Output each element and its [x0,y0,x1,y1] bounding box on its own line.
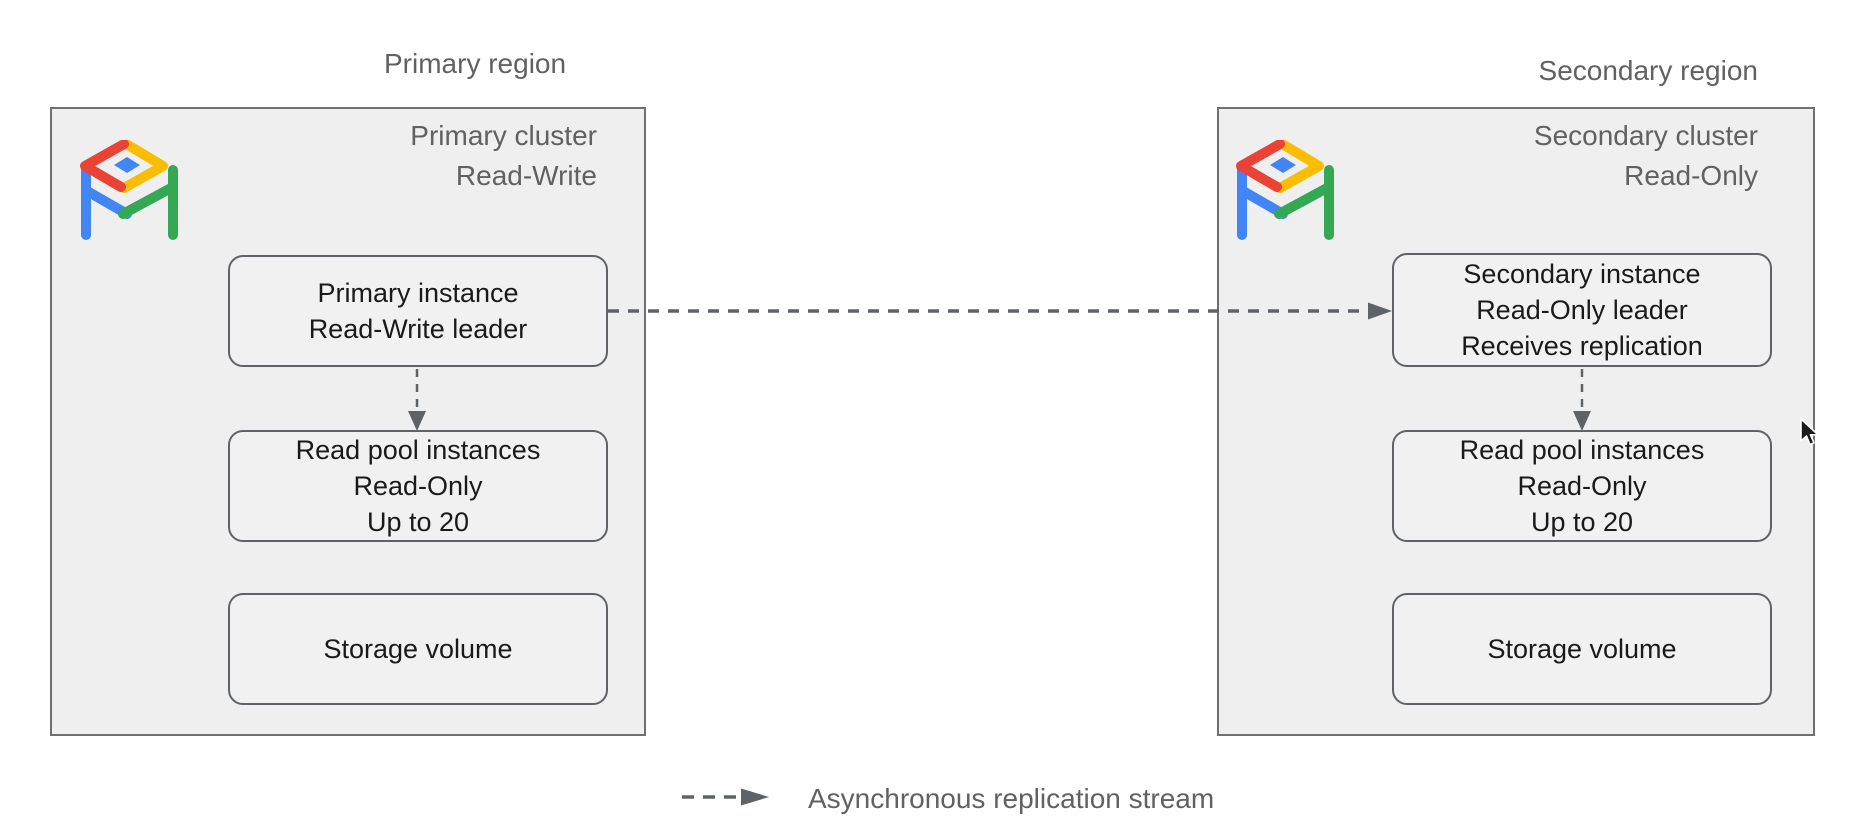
node-line: Up to 20 [1530,507,1634,537]
mouse-cursor-icon [1800,418,1819,446]
node-line: Read-Only [1517,471,1647,501]
secondary-read-pool-node: Read pool instances Read-Only Up to 20 [1392,430,1772,542]
node-line: Read-Only [353,471,483,501]
secondary-region-label: Secondary region [1538,55,1758,86]
down-dashed-arrow-icon [408,369,426,431]
node-line: Storage volume [323,634,513,664]
alloydb-logo-icon [1236,140,1334,240]
primary-instance-node: Primary instance Read-Write leader [228,255,608,367]
secondary-cluster-title: Secondary cluster Read-Only [1408,116,1758,196]
cluster-mode-line: Read-Write [455,160,597,191]
cluster-mode-line: Read-Only [1624,160,1758,191]
primary-region-label: Primary region [384,48,567,79]
alloydb-logo-icon [80,140,178,240]
down-dashed-arrow-icon [1573,369,1591,431]
node-line: Read pool instances [1459,435,1705,465]
node-line: Read-Write leader [308,314,528,344]
legend-label: Asynchronous replication stream [808,783,1215,814]
primary-cluster-title: Primary cluster Read-Write [297,116,597,196]
node-line: Primary instance [317,278,519,308]
node-line: Up to 20 [366,507,470,537]
node-line: Secondary instance [1463,259,1701,289]
replication-dashed-arrow-icon [608,302,1392,320]
node-line: Storage volume [1487,634,1677,664]
primary-storage-node: Storage volume [228,593,608,705]
node-line: Read-Only leader [1476,295,1688,325]
cluster-title-line: Primary cluster [410,120,597,151]
legend-dashed-arrow-icon [682,788,769,806]
primary-read-pool-node: Read pool instances Read-Only Up to 20 [228,430,608,542]
node-line: Read pool instances [295,435,541,465]
secondary-instance-node: Secondary instance Read-Only leader Rece… [1392,253,1772,367]
node-line: Receives replication [1461,331,1703,361]
secondary-storage-node: Storage volume [1392,593,1772,705]
cluster-title-line: Secondary cluster [1533,120,1758,151]
